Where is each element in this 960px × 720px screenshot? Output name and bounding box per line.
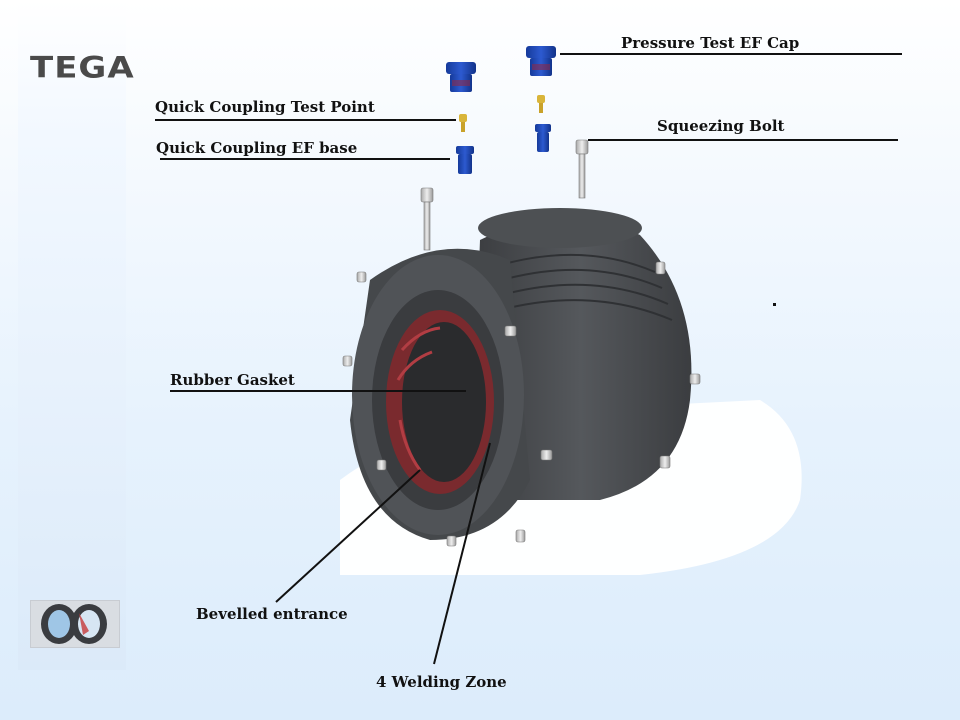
- label-quick-coupling-ef-base: Quick Coupling EF base: [156, 139, 358, 157]
- tega-logo: TEGA: [30, 51, 135, 85]
- label-welding-zone: 4 Welding Zone: [376, 673, 507, 691]
- label-rubber-gasket: Rubber Gasket: [170, 371, 295, 389]
- quick-coupling-test-point: [459, 114, 467, 132]
- sidebar-panel: [18, 0, 126, 670]
- label-bevelled-entrance: Bevelled entrance: [196, 605, 348, 623]
- ef-base-blue-right: [535, 124, 551, 152]
- quick-coupling-ef-base: [456, 146, 474, 174]
- thumbnail-rings-icon: [41, 604, 107, 644]
- label-quick-coupling-test-point: Quick Coupling Test Point: [155, 98, 375, 116]
- quick-coupling-cap-left: [446, 62, 476, 92]
- test-point-yellow: [537, 95, 545, 113]
- pressure-test-ef-cap: [526, 46, 556, 76]
- label-pressure-test-ef-cap: Pressure Test EF Cap: [621, 34, 800, 52]
- squeezing-bolts: [420, 139, 589, 251]
- label-squeezing-bolt: Squeezing Bolt: [657, 117, 785, 135]
- coupling-body: [350, 208, 692, 540]
- small-dot: [773, 303, 776, 306]
- side-bolts: [342, 261, 701, 547]
- leader-lines: [155, 53, 902, 665]
- coupling-thumbnail: [30, 600, 120, 648]
